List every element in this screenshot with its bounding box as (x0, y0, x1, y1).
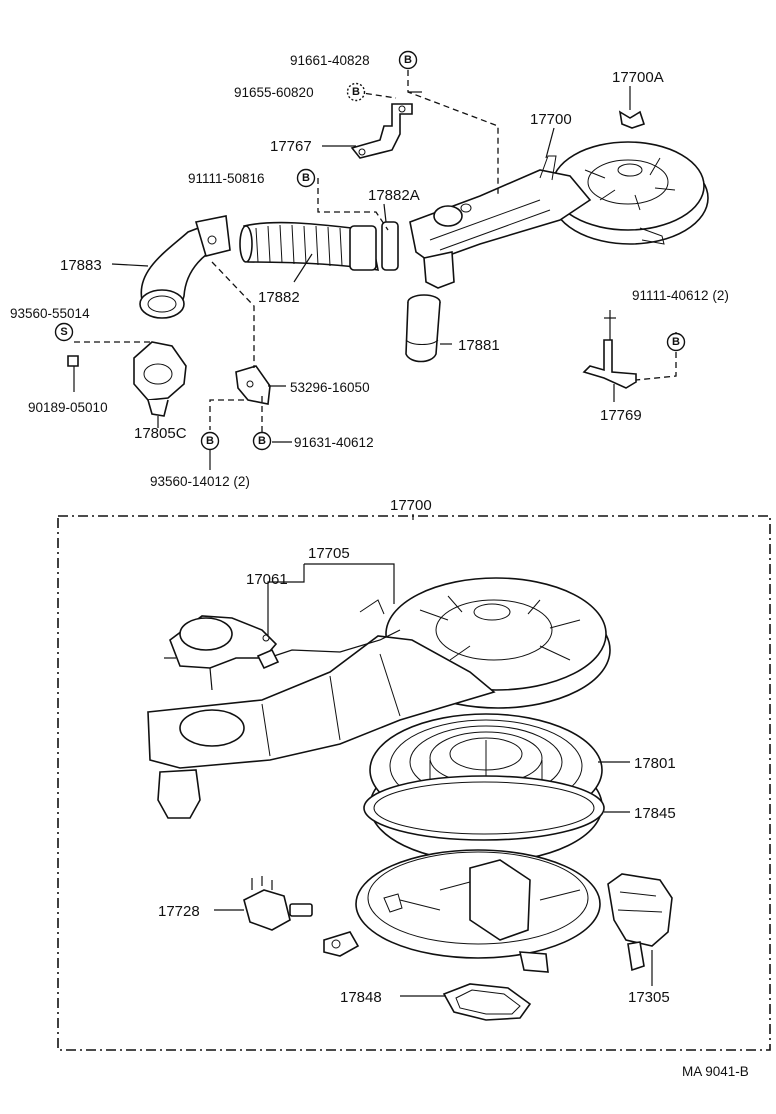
pipe-17881 (405, 294, 441, 363)
label-assembly-17700: 17700 (390, 497, 432, 514)
badge-b-91655: B (346, 82, 366, 102)
svg-text:B: B (404, 54, 412, 66)
wing-nut-17700A (618, 110, 646, 129)
air-cleaner-cover (147, 577, 611, 819)
label-17848: 17848 (340, 989, 382, 1006)
label-53296: 53296-16050 (290, 380, 370, 395)
label-17805C: 17805C (134, 425, 187, 442)
gasket-17848 (442, 983, 532, 1021)
footer-code: MA 9041-B (682, 1064, 749, 1079)
label-17801: 17801 (634, 755, 676, 772)
label-17882: 17882 (258, 289, 300, 306)
badge-b-91631: B (252, 431, 272, 451)
label-91655: 91655-60820 (234, 85, 314, 100)
svg-text:S: S (60, 326, 67, 338)
assembly-frame (57, 515, 771, 1051)
bracket-17767 (350, 103, 413, 159)
screw-90189 (67, 355, 79, 367)
label-17700A: 17700A (612, 69, 664, 86)
label-17305: 17305 (628, 989, 670, 1006)
label-90189: 90189-05010 (28, 400, 108, 415)
label-93560b: 93560-14012 (2) (150, 474, 250, 489)
gasket-17845 (363, 775, 605, 841)
bracket-53296 (235, 365, 271, 405)
leader-lines-upper (73, 86, 631, 470)
silencer-17805C (133, 341, 187, 417)
air-cleaner-case (323, 849, 601, 973)
label-17881: 17881 (458, 337, 500, 354)
label-17705: 17705 (308, 545, 350, 562)
label-93560a: 93560-55014 (10, 306, 90, 321)
label-17769: 17769 (600, 407, 642, 424)
clamp-17882A (381, 221, 399, 271)
label-17883: 17883 (60, 257, 102, 274)
svg-text:B: B (352, 86, 360, 98)
elbow-hose-17883 (139, 215, 231, 319)
svg-text:B: B (672, 336, 680, 348)
badge-b-91111a: B (296, 168, 316, 188)
label-91111a: 91111-50816 (188, 171, 265, 186)
label-17061: 17061 (246, 571, 288, 588)
valve-17728 (243, 876, 313, 931)
svg-text:B: B (258, 435, 266, 447)
hose-17882 (239, 221, 380, 271)
label-17767: 17767 (270, 138, 312, 155)
badge-b-91661: B (398, 50, 418, 70)
label-91631: 91631-40612 (294, 435, 374, 450)
label-17728: 17728 (158, 903, 200, 920)
badge-s-93560a: S (54, 322, 74, 342)
air-cleaner-17700-top (409, 141, 709, 289)
thermo-valve-17061 (164, 615, 401, 691)
label-91111b: 91111-40612 (2) (632, 288, 729, 303)
badge-b-91111b: B (666, 332, 686, 352)
svg-text:B: B (206, 435, 214, 447)
label-17700-top: 17700 (530, 111, 572, 128)
leader-lines-lower (214, 563, 653, 997)
label-91661: 91661-40828 (290, 53, 370, 68)
badge-b-93560b: B (200, 431, 220, 451)
valve-17305 (607, 873, 673, 972)
label-17845: 17845 (634, 805, 676, 822)
label-17882A: 17882A (368, 187, 420, 204)
dashed-connectors-upper (74, 70, 677, 432)
svg-text:B: B (302, 172, 310, 184)
bracket-17769 (582, 310, 637, 389)
